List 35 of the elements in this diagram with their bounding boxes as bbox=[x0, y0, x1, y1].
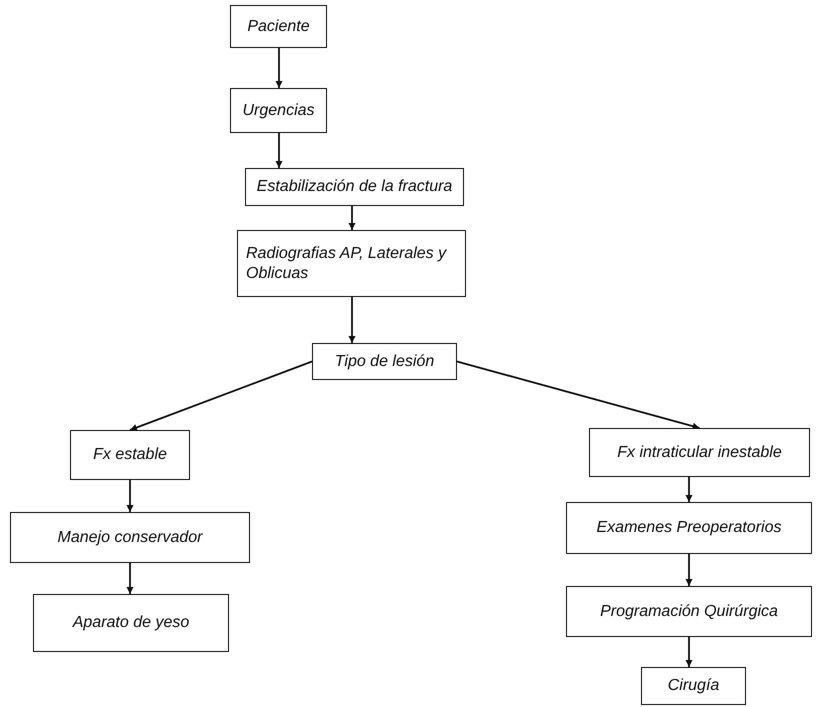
process-box bbox=[312, 343, 457, 380]
process-box bbox=[641, 667, 746, 705]
box-label: Cirugía bbox=[668, 676, 720, 696]
box-label: Fx estable bbox=[93, 445, 167, 465]
box-label: Programación Quirúrgica bbox=[600, 602, 778, 622]
box-label: Radiografias AP, Laterales y Oblicuas bbox=[246, 244, 448, 284]
process-box bbox=[566, 586, 812, 637]
process-box bbox=[589, 428, 810, 477]
box-label: Examenes Preoperatorios bbox=[596, 518, 782, 538]
box-label: Estabilización de la fractura bbox=[256, 177, 452, 197]
process-box bbox=[70, 430, 190, 480]
arrow bbox=[276, 48, 282, 88]
arrow bbox=[686, 477, 692, 502]
box-label: Manejo conservador bbox=[58, 528, 202, 548]
arrow bbox=[126, 480, 134, 512]
box-label: Tipo de lesión bbox=[334, 352, 434, 372]
arrow bbox=[276, 133, 282, 168]
arrow bbox=[686, 554, 692, 586]
process-box bbox=[230, 5, 327, 48]
arrow bbox=[130, 360, 312, 431]
box-label: Fx intraticular inestable bbox=[617, 442, 782, 462]
process-box bbox=[10, 512, 250, 563]
process-box bbox=[566, 502, 812, 554]
process-box bbox=[237, 230, 466, 297]
arrow bbox=[348, 206, 356, 230]
process-box bbox=[245, 168, 464, 206]
arrow bbox=[686, 637, 692, 667]
arrow bbox=[348, 297, 356, 343]
arrow bbox=[126, 563, 134, 594]
box-label: Paciente bbox=[247, 16, 310, 36]
arrow bbox=[456, 360, 700, 430]
box-label: Urgencias bbox=[242, 100, 315, 120]
process-box bbox=[33, 594, 229, 652]
box-label: Aparato de yeso bbox=[72, 613, 190, 633]
process-box bbox=[230, 88, 327, 133]
